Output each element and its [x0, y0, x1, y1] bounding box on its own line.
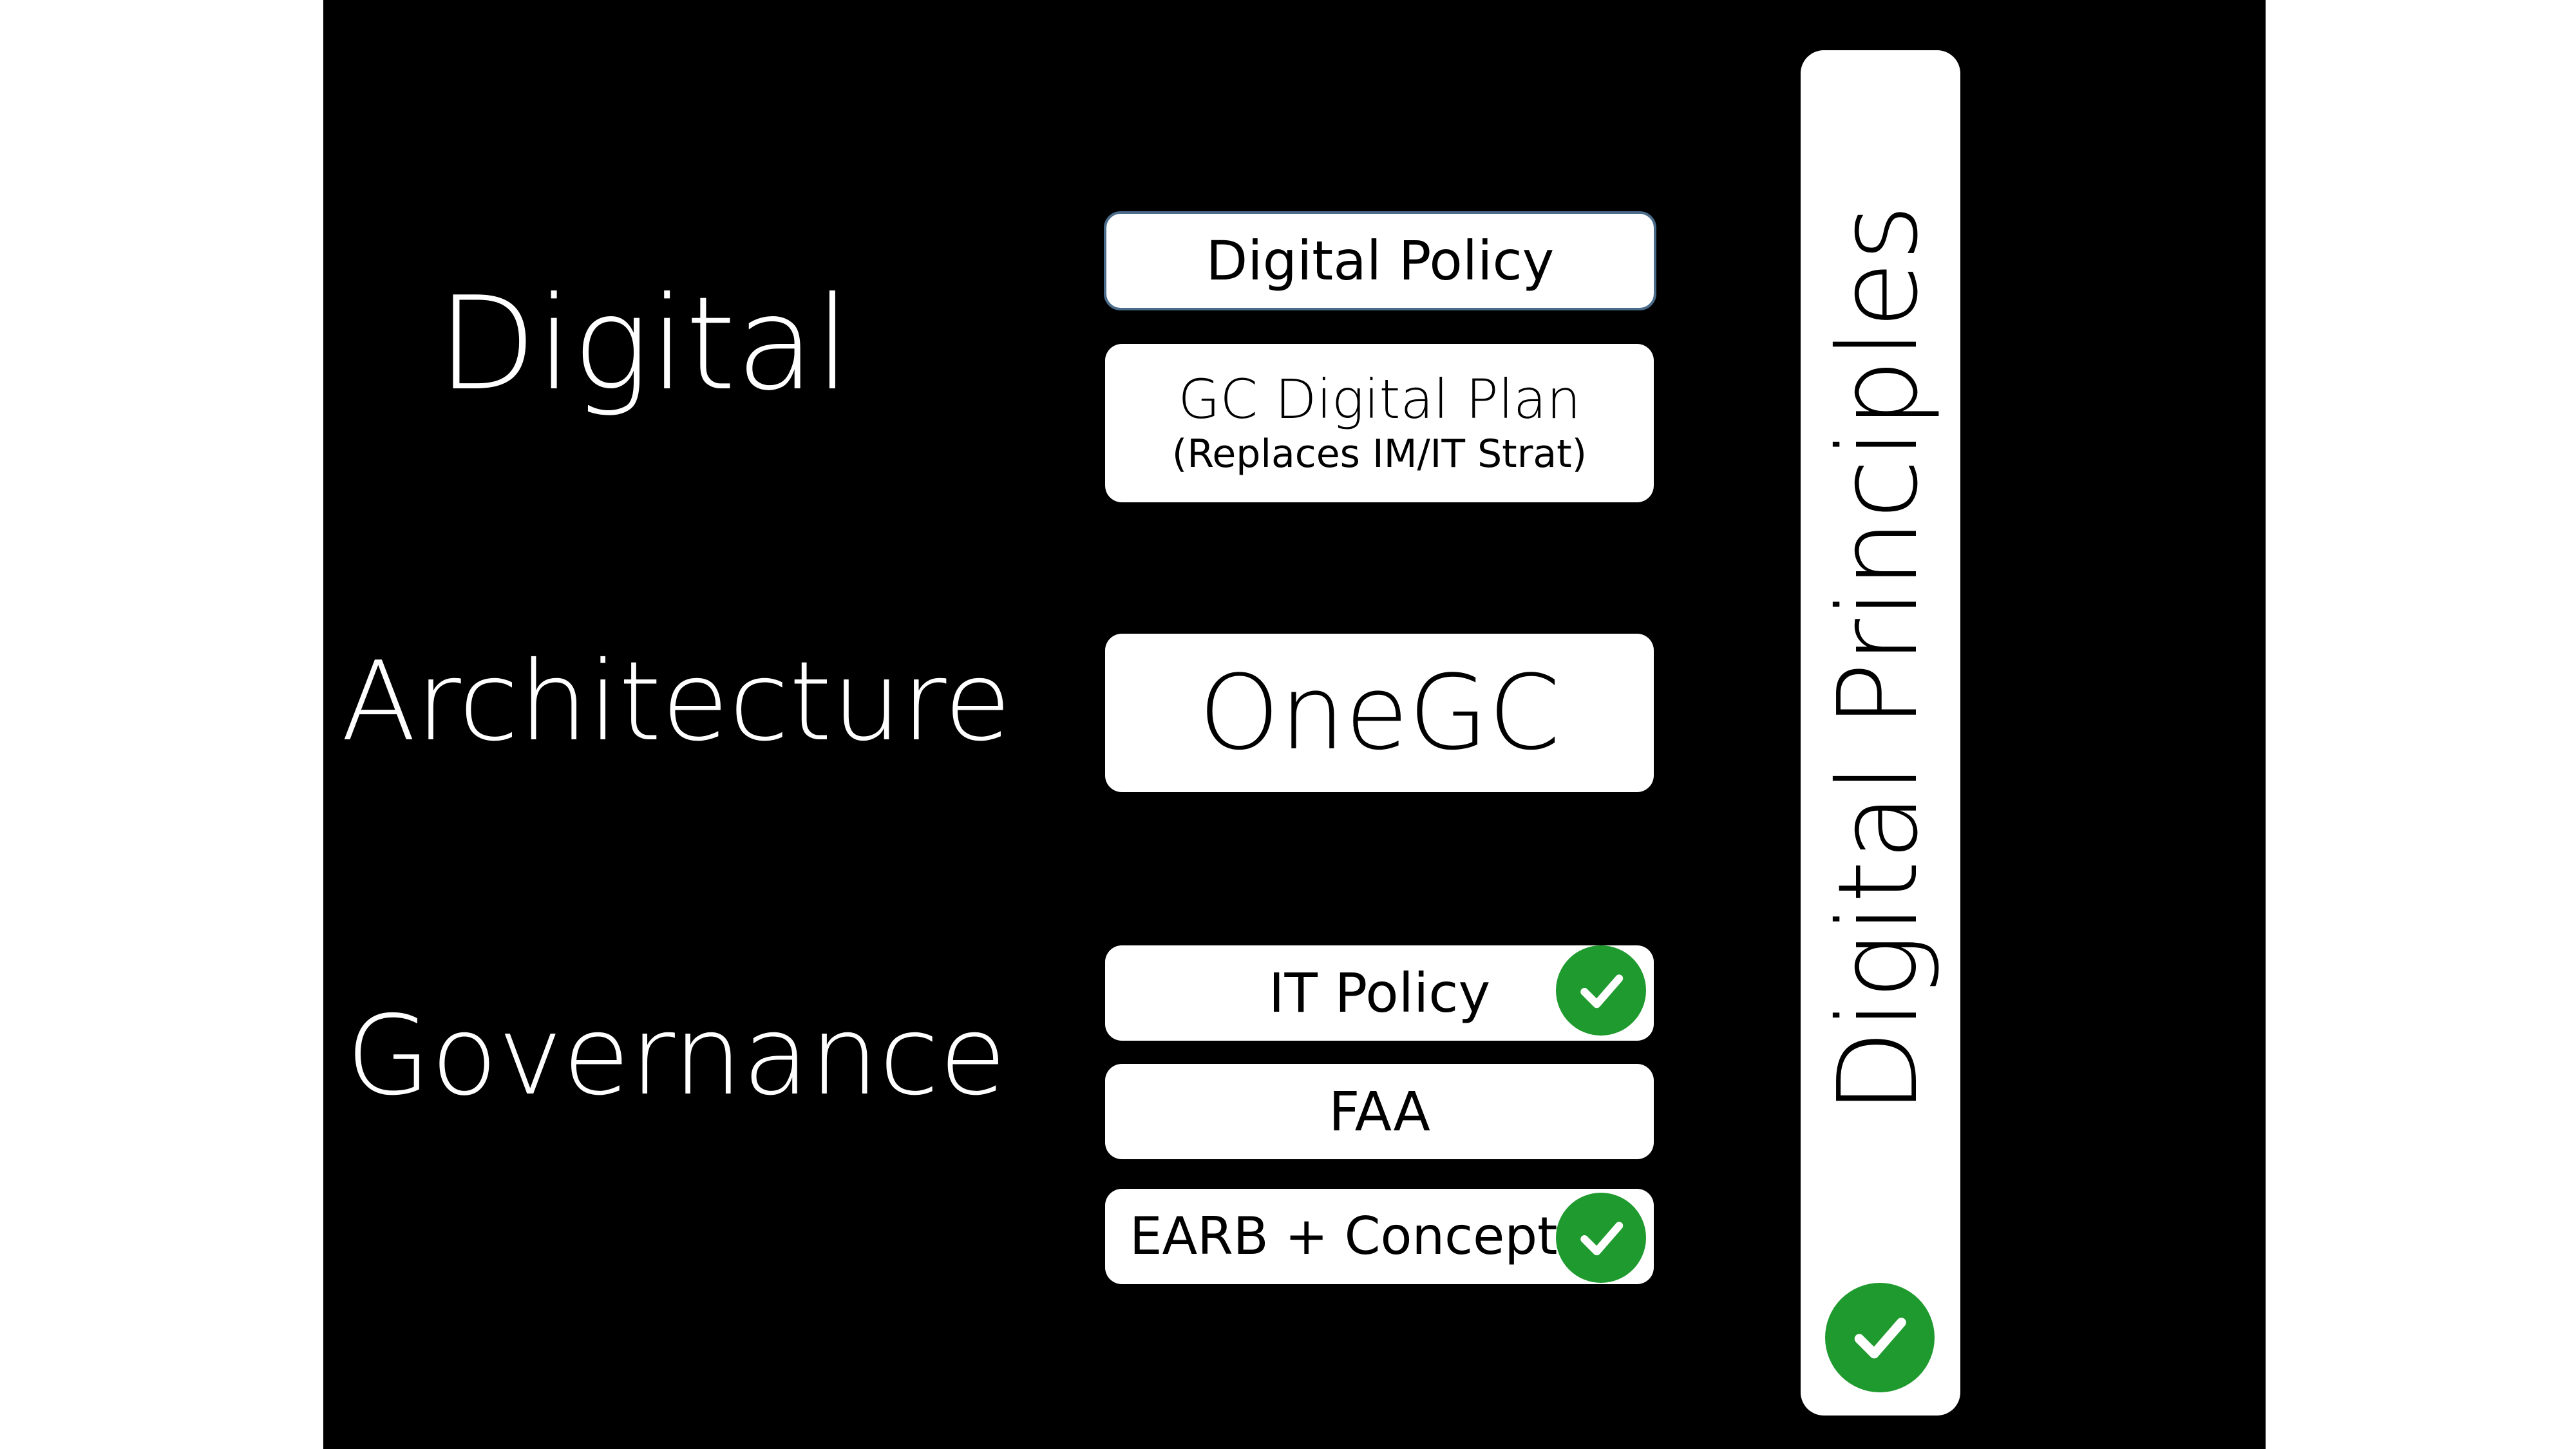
- governance-label: Governance: [346, 992, 1007, 1120]
- digital-policy-box: Digital Policy: [1104, 211, 1656, 310]
- digital-principles-text: Digital Principles: [1815, 204, 1942, 1114]
- gc-digital-plan-box: GC Digital Plan (Replaces IM/IT Strat): [1105, 344, 1654, 502]
- digital-principles-bar: [1801, 50, 1960, 1416]
- slide: Digital Architecture Governance Digital …: [323, 0, 2266, 1449]
- faa-box: FAA: [1105, 1064, 1654, 1159]
- onegc-text: OneGC: [1198, 652, 1560, 773]
- check-icon: [1556, 945, 1646, 1036]
- gc-digital-plan-title: GC Digital Plan: [1178, 367, 1581, 431]
- digital-label: Digital: [437, 269, 851, 419]
- earb-concept-text: EARB + Concept: [1130, 1206, 1558, 1266]
- gc-digital-plan-subtitle: (Replaces IM/IT Strat): [1171, 431, 1587, 477]
- check-icon: [1825, 1283, 1935, 1392]
- onegc-box: OneGC: [1105, 634, 1654, 792]
- faa-text: FAA: [1329, 1079, 1430, 1143]
- architecture-label: Architecture: [341, 638, 1012, 766]
- it-policy-text: IT Policy: [1268, 961, 1491, 1025]
- digital-policy-text: Digital Policy: [1206, 229, 1555, 292]
- check-icon: [1556, 1193, 1646, 1283]
